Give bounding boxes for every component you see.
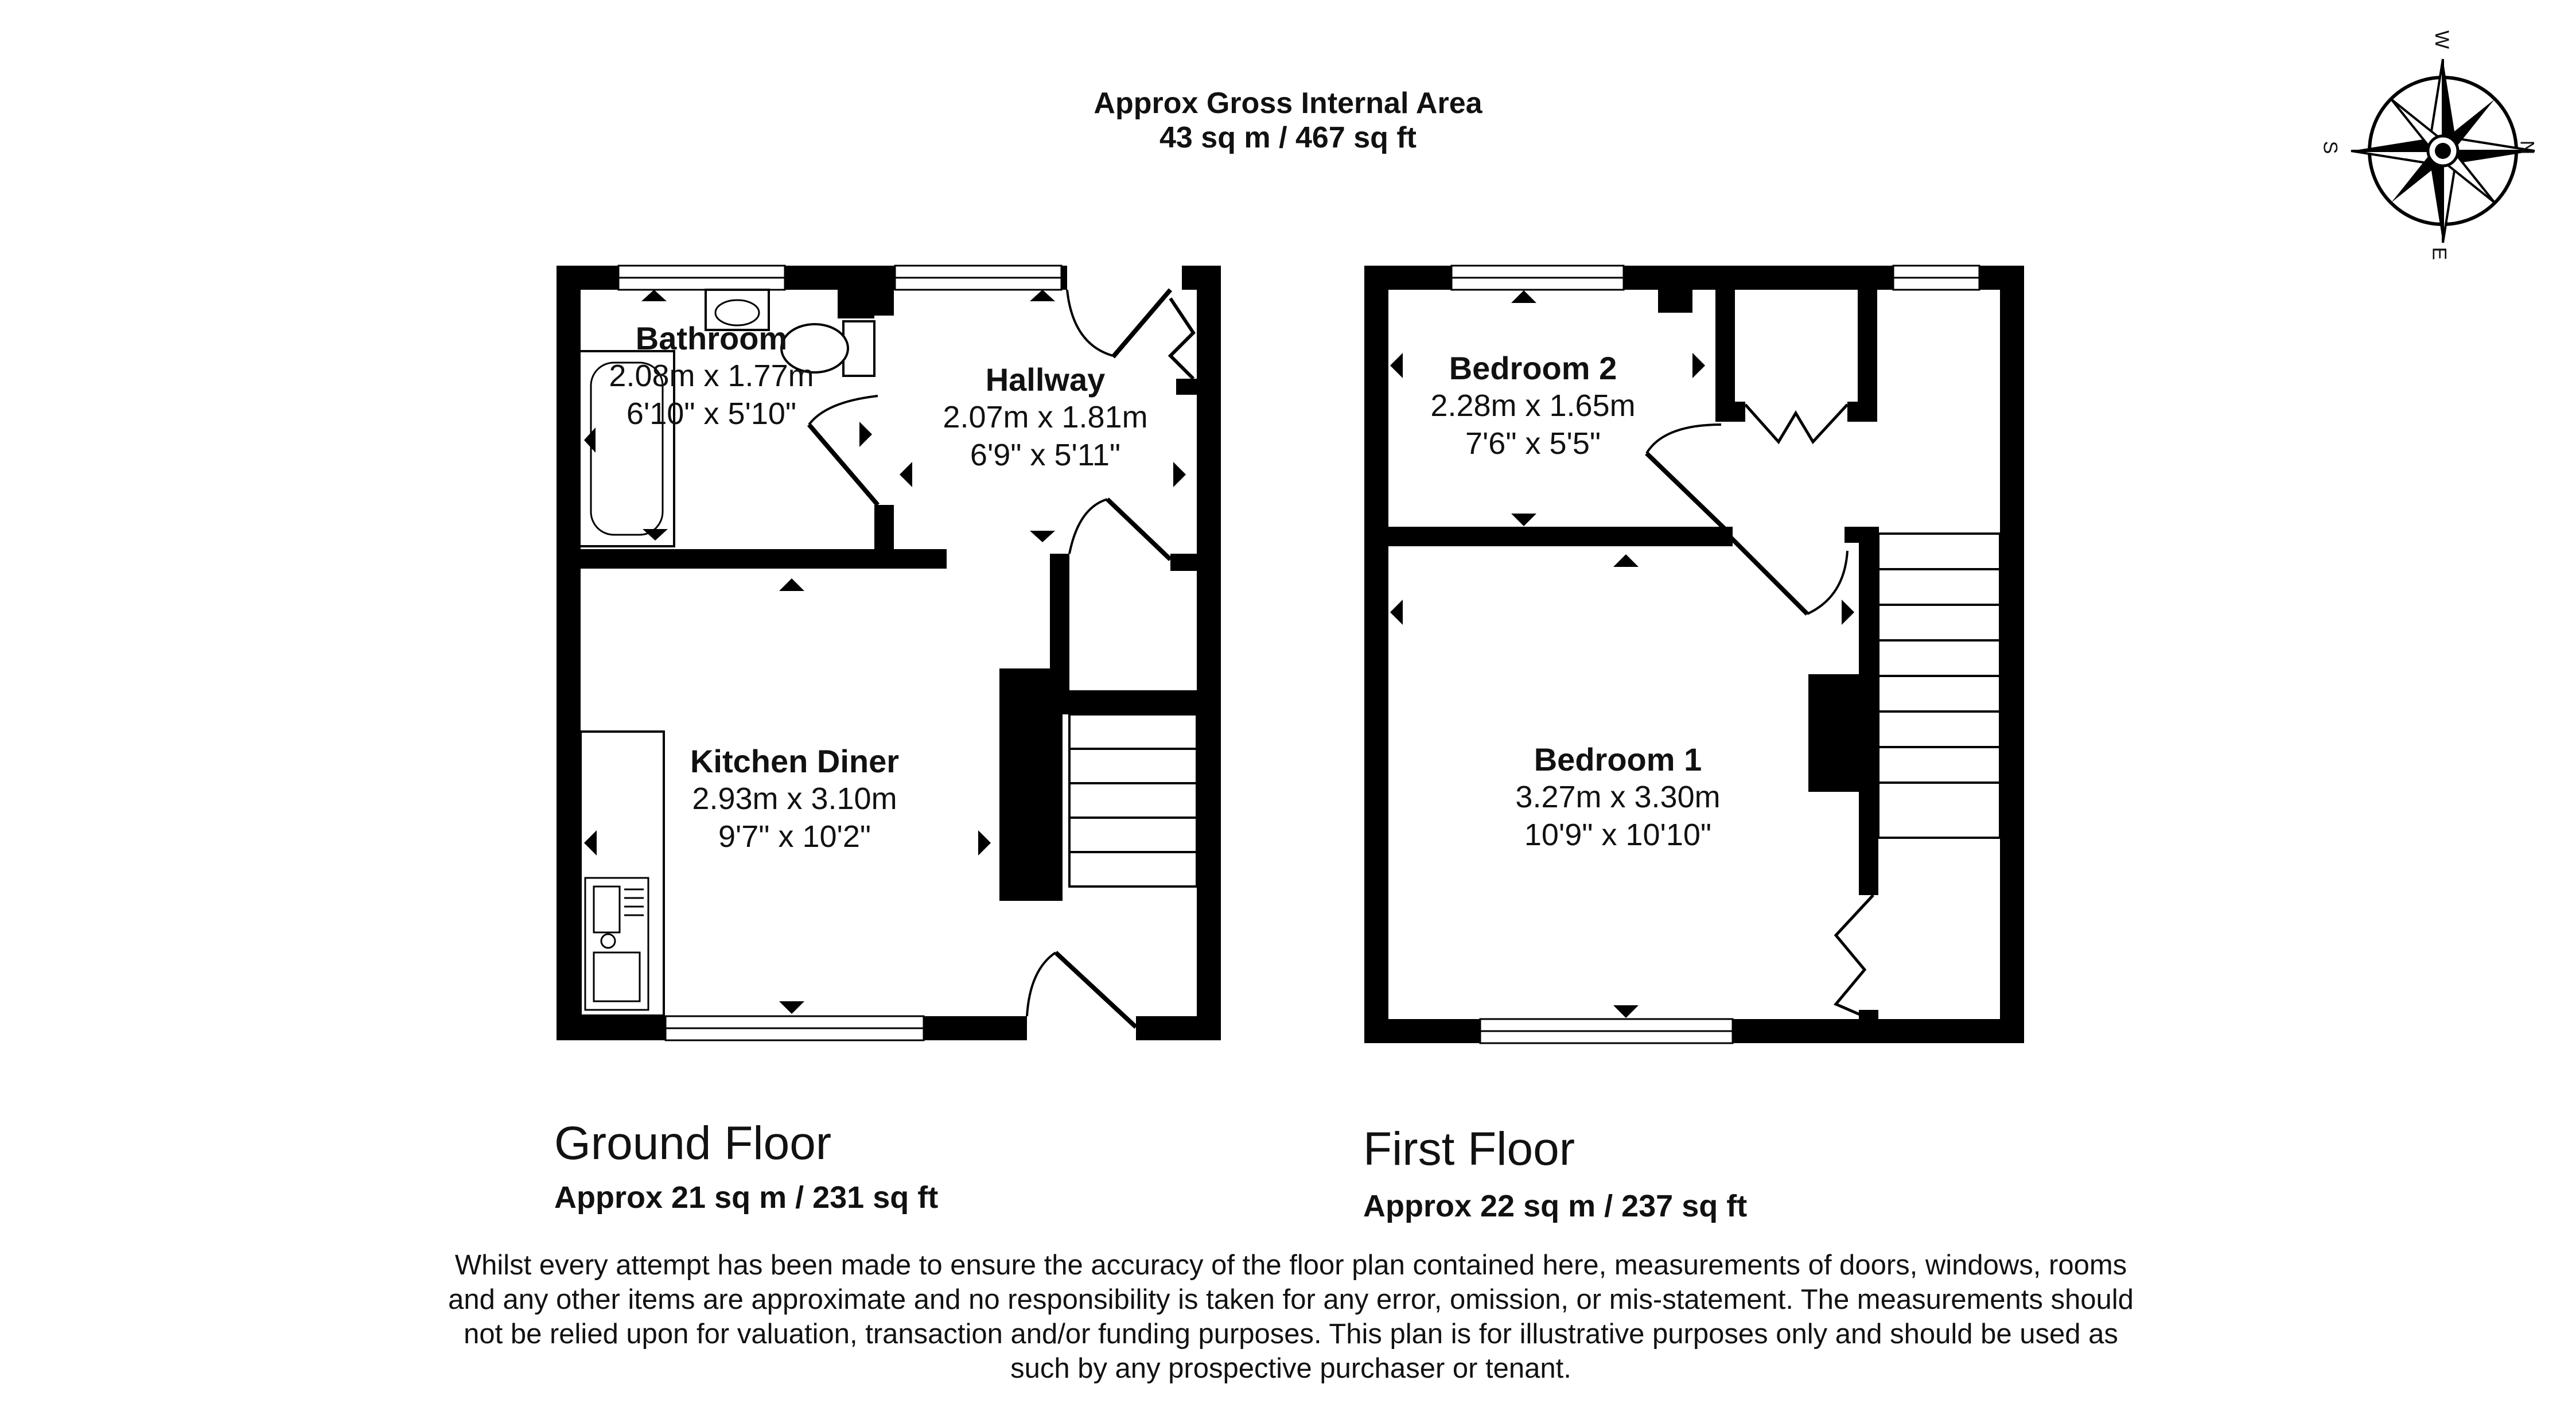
wall bbox=[874, 290, 894, 316]
dimension-arrow bbox=[1390, 600, 1403, 625]
room-dimensions-imperial: 10'9" x 10'10" bbox=[1524, 818, 1712, 852]
compass-north-label: N bbox=[2516, 140, 2538, 155]
compass-south-label: S bbox=[2319, 141, 2341, 154]
room-dimensions-imperial: 9'7" x 10'2" bbox=[718, 819, 871, 854]
dimension-arrow bbox=[1390, 353, 1403, 378]
dimension-arrow bbox=[1511, 290, 1536, 303]
staircase bbox=[1877, 532, 2001, 839]
dimension-arrow bbox=[1692, 353, 1705, 378]
dimension-arrow bbox=[779, 578, 804, 591]
wall bbox=[2000, 266, 2024, 1043]
room-dimensions-metric: 2.07m x 1.81m bbox=[943, 400, 1148, 434]
dimension-arrow bbox=[1613, 554, 1639, 567]
room-dimensions-imperial: 7'6" x 5'5" bbox=[1465, 426, 1601, 461]
room-dimensions-metric: 2.28m x 1.65m bbox=[1430, 388, 1636, 423]
room-name: Hallway bbox=[985, 361, 1106, 398]
room-label-bedroom-1: Bedroom 1 3.27m x 3.30m 10'9" x 10'10" bbox=[1515, 741, 1720, 854]
wall bbox=[1197, 266, 1221, 1040]
ground-floor-title: Ground Floor bbox=[554, 1117, 832, 1169]
dimension-arrow bbox=[1613, 1005, 1639, 1018]
room-dimensions-imperial: 6'10" x 5'10" bbox=[626, 396, 797, 431]
dimension-arrow bbox=[643, 529, 668, 541]
ground-floor-area: Approx 21 sq m / 231 sq ft bbox=[554, 1180, 939, 1215]
dimension-arrow bbox=[1511, 514, 1536, 526]
dimension-arrow bbox=[900, 462, 912, 487]
chimney-breast bbox=[999, 668, 1063, 901]
compass-rose bbox=[2351, 59, 2535, 243]
staircase bbox=[1068, 713, 1198, 888]
ground-floor-plan bbox=[557, 265, 1221, 1041]
room-dimensions-imperial: 6'9" x 5'11" bbox=[970, 438, 1121, 472]
first-floor-title: First Floor bbox=[1363, 1123, 1575, 1175]
room-label-bedroom-2: Bedroom 2 2.28m x 1.65m 7'6" x 5'5" bbox=[1430, 350, 1635, 462]
wall bbox=[1364, 266, 1388, 1043]
dimension-arrow bbox=[859, 422, 872, 447]
wall bbox=[874, 505, 894, 568]
room-label-hallway: Hallway 2.07m x 1.81m 6'9" x 5'11" bbox=[943, 361, 1147, 474]
dimension-arrow bbox=[584, 427, 596, 453]
dimension-arrow bbox=[641, 290, 667, 301]
first-floor-area: Approx 22 sq m / 237 sq ft bbox=[1363, 1189, 1748, 1223]
dimension-arrow bbox=[1173, 462, 1186, 487]
compass-west-label: W bbox=[2431, 30, 2453, 49]
dimension-arrow bbox=[584, 830, 597, 856]
wall bbox=[1715, 290, 1735, 422]
room-dimensions-metric: 2.08m x 1.77m bbox=[609, 359, 814, 393]
dimension-arrow bbox=[978, 830, 991, 856]
gross-area-title: Approx Gross Internal Area bbox=[1094, 87, 1482, 120]
room-label-kitchen-diner: Kitchen Diner 2.93m x 3.10m 9'7" x 10'2" bbox=[690, 743, 899, 856]
room-name: Bathroom bbox=[635, 320, 788, 356]
dimension-arrow bbox=[779, 1001, 804, 1014]
room-name: Bedroom 2 bbox=[1449, 350, 1617, 386]
room-name: Bedroom 1 bbox=[1534, 741, 1702, 777]
compass-east-label: E bbox=[2428, 247, 2450, 261]
room-label-bathroom: Bathroom 2.08m x 1.77m 6'10" x 5'10" bbox=[609, 320, 814, 433]
dimension-arrow bbox=[1030, 290, 1055, 301]
dimension-arrow bbox=[1030, 531, 1055, 542]
wall bbox=[1858, 290, 1877, 422]
first-floor-plan bbox=[1364, 265, 2024, 1044]
dimension-arrow bbox=[1842, 600, 1854, 625]
room-name: Kitchen Diner bbox=[690, 743, 900, 779]
wall bbox=[1388, 527, 1733, 546]
gross-area-value: 43 sq m / 467 sq ft bbox=[1159, 121, 1417, 154]
wall bbox=[557, 266, 581, 1040]
chimney-breast bbox=[1808, 674, 1859, 792]
wall bbox=[1170, 554, 1197, 571]
room-dimensions-metric: 3.27m x 3.30m bbox=[1515, 780, 1721, 814]
room-dimensions-metric: 2.93m x 3.10m bbox=[692, 782, 897, 816]
disclaimer: Whilst every attempt has been made to en… bbox=[448, 1250, 2134, 1384]
wall bbox=[1859, 527, 1878, 888]
